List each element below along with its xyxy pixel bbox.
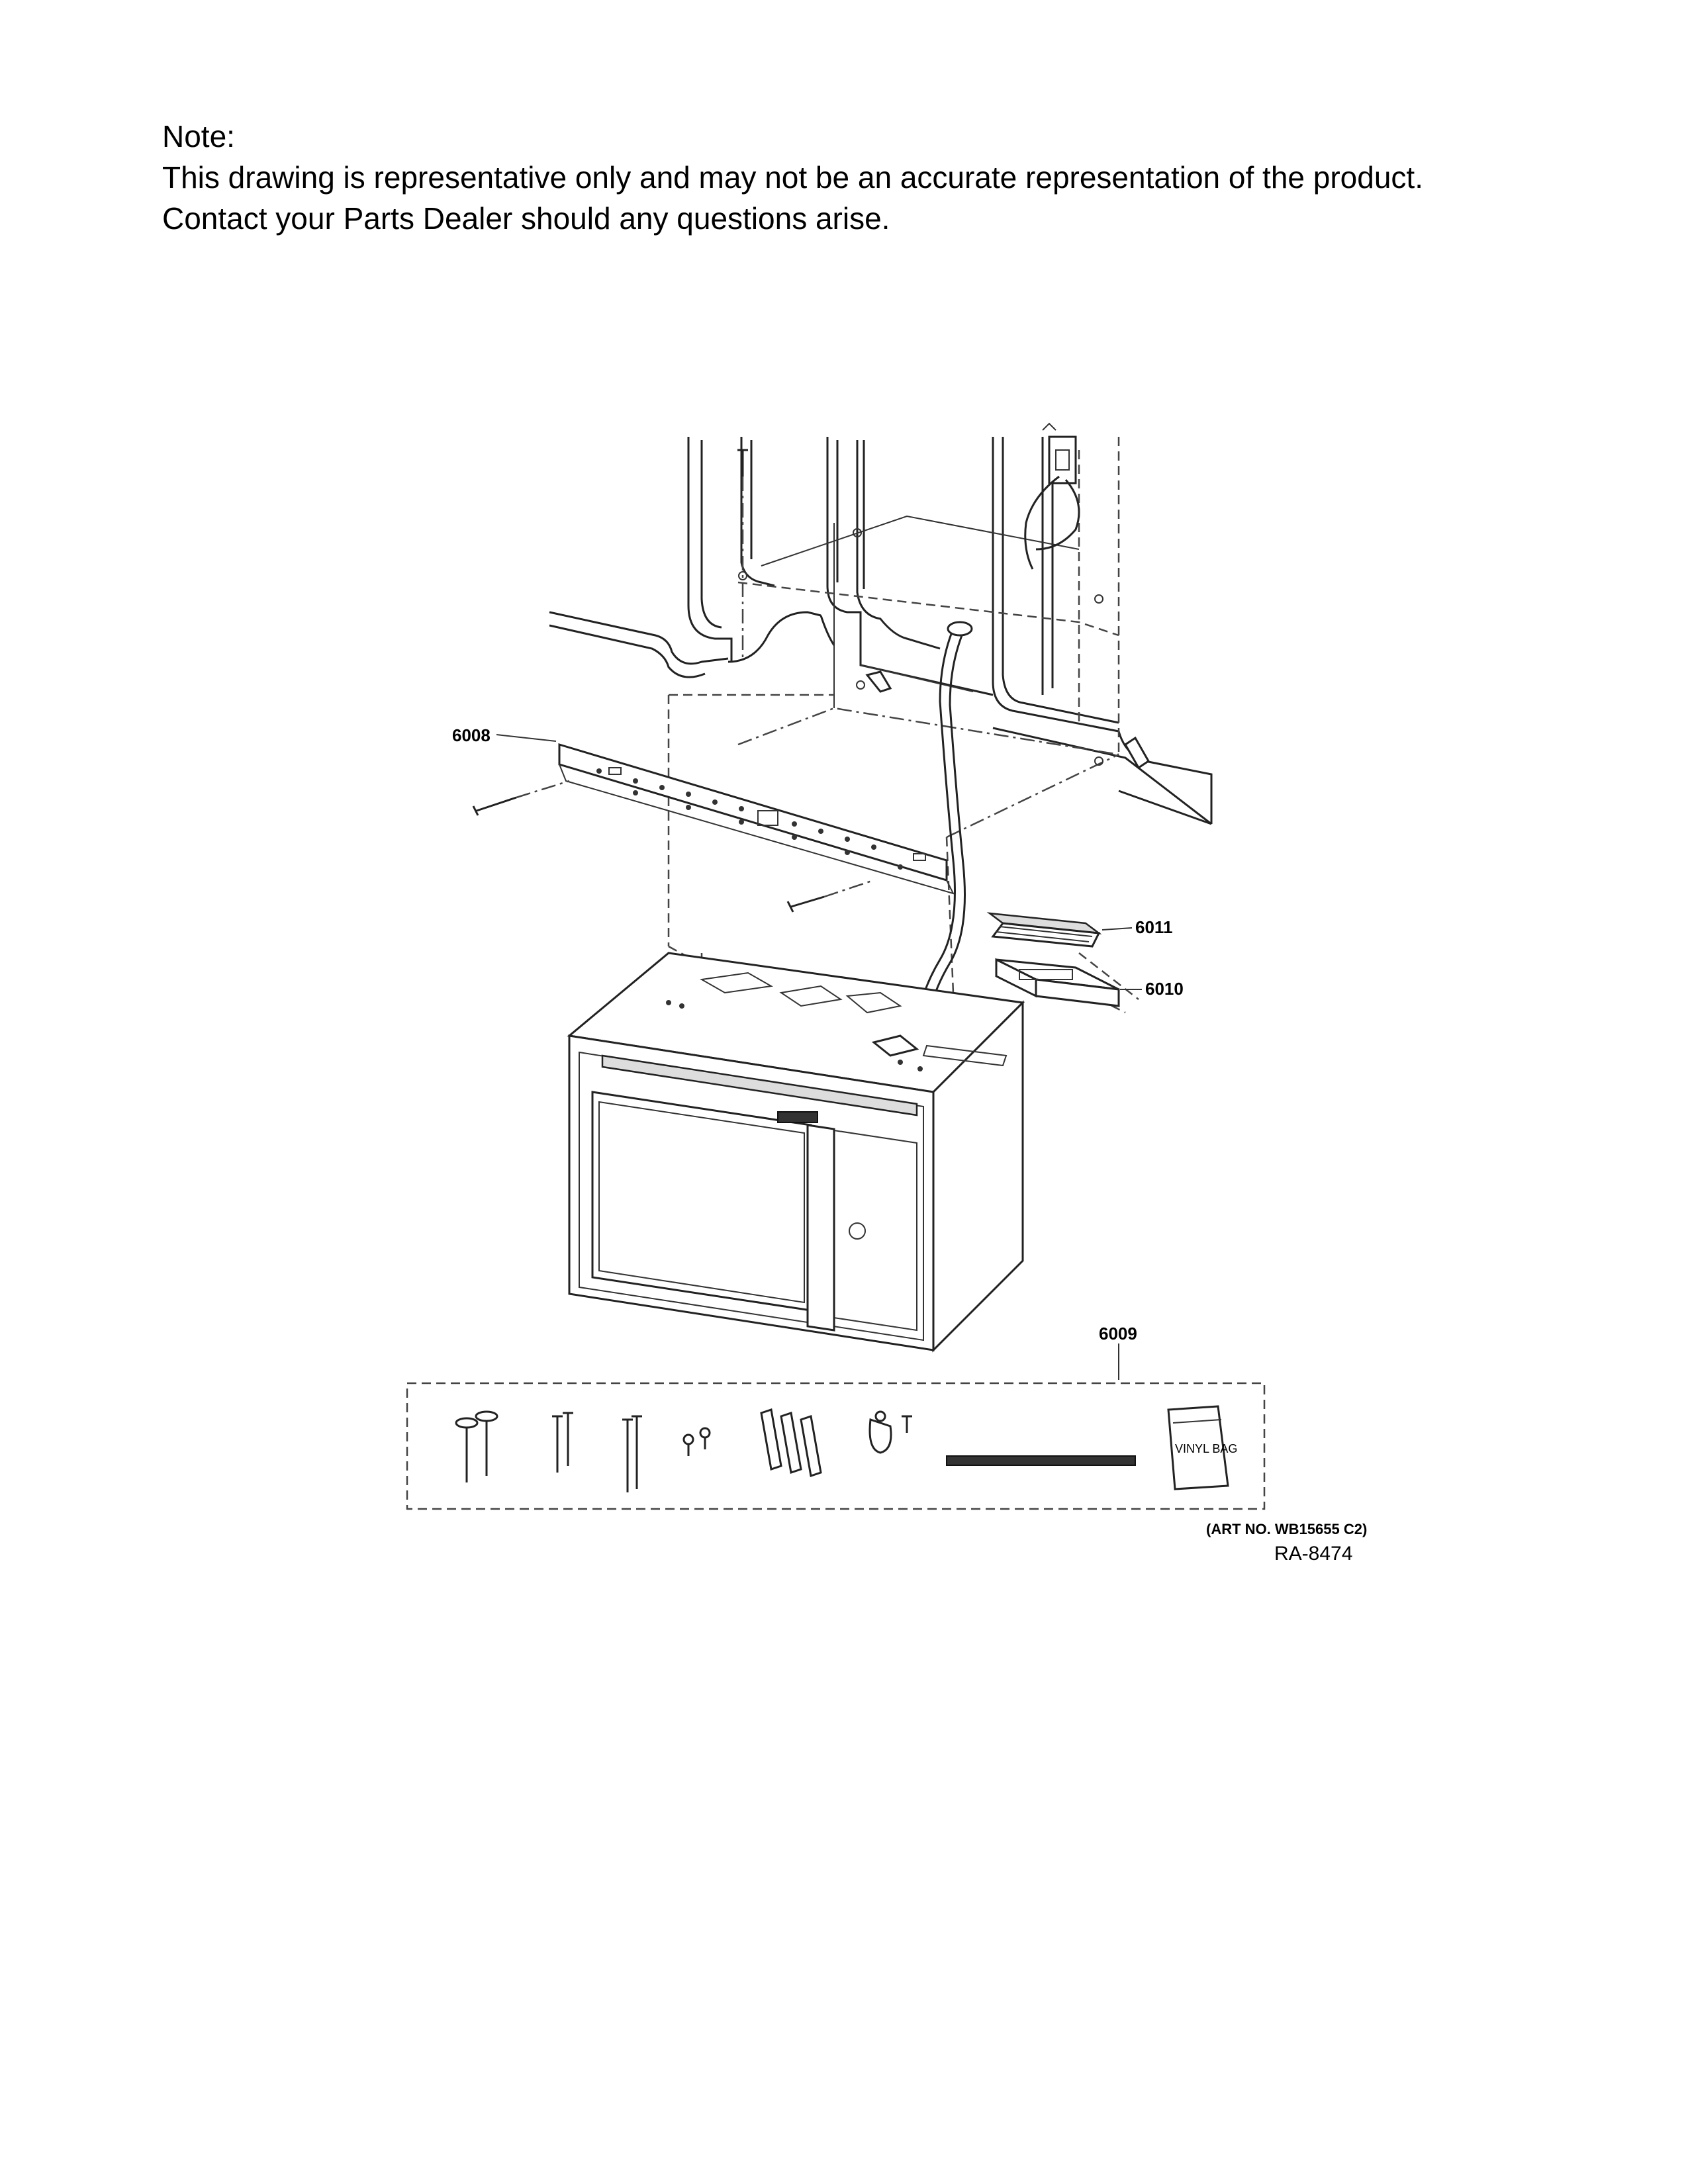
note-line-1: This drawing is representative only and …	[162, 160, 1423, 195]
cord-clamp-icon	[868, 1410, 912, 1454]
wall-screws	[737, 422, 1150, 770]
vinyl-bag-label: VINYL BAG	[1175, 1442, 1237, 1455]
damper	[986, 912, 1102, 948]
small-screws-icon	[682, 1427, 711, 1456]
art-number: (ART NO. WB15655 C2)	[1206, 1521, 1367, 1537]
callout-6009: 6009	[1099, 1324, 1137, 1343]
note-line-2: Contact your Parts Dealer should any que…	[162, 201, 890, 236]
long-screws-icon	[455, 1410, 498, 1482]
toggle-bolts-icon	[622, 1415, 642, 1492]
note-block: Note: This drawing is representative onl…	[162, 116, 1423, 239]
upper-cabinets	[549, 437, 1213, 825]
reference-code: RA-8474	[1274, 1543, 1352, 1565]
duct-adapter-box	[995, 958, 1120, 1007]
wing-toggles-icon	[760, 1408, 822, 1477]
callout-6011: 6011	[1135, 917, 1172, 937]
note-heading: Note:	[162, 119, 235, 154]
wood-screws-icon	[552, 1412, 573, 1473]
microwave-oven	[567, 952, 1025, 1353]
mounting-plate	[472, 743, 955, 913]
callouts: 6008 6011 6010 6009	[452, 725, 1184, 1380]
callout-6008: 6008	[452, 725, 491, 745]
hardware-kit: VINYL BAG	[406, 1382, 1266, 1510]
vinyl-bag-icon: VINYL BAG	[1167, 1405, 1237, 1490]
gasket-strip-icon	[946, 1455, 1136, 1466]
callout-6010: 6010	[1145, 979, 1184, 999]
